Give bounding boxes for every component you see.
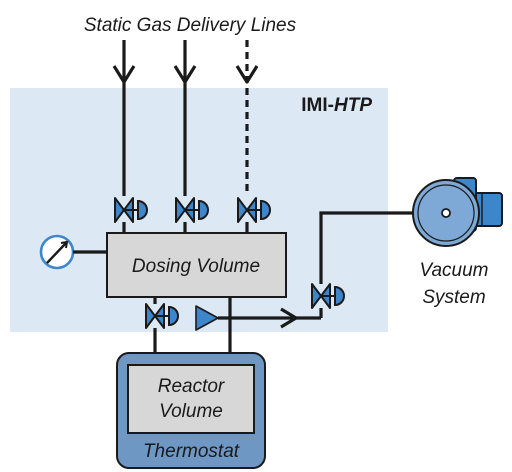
- pressure-gauge-icon: [39, 234, 107, 270]
- system-label-prefix: IMI-: [301, 95, 334, 116]
- vacuum-label-line2: System: [422, 287, 485, 308]
- dosing-volume-label: Dosing Volume: [132, 256, 260, 277]
- gas-lines-title: Static Gas Delivery Lines: [84, 15, 297, 36]
- flow-pump-icon: [195, 305, 219, 331]
- vacuum-label-line1: Vacuum: [420, 260, 489, 281]
- gas-line-2: [173, 40, 197, 233]
- reactor-label-line1: Reactor: [158, 376, 225, 397]
- vacuum-pump-icon: [412, 177, 503, 247]
- system-label-suffix: HTP: [334, 95, 372, 116]
- dosing-volume-box: [106, 232, 287, 298]
- reactor-volume-box: [127, 364, 255, 434]
- gas-line-3-dashed: [235, 40, 259, 233]
- reactor-label-line2: Volume: [159, 401, 223, 422]
- system-label: IMI-HTP: [301, 95, 372, 116]
- thermostat-label: Thermostat: [143, 441, 240, 462]
- gas-line-1: [112, 40, 136, 233]
